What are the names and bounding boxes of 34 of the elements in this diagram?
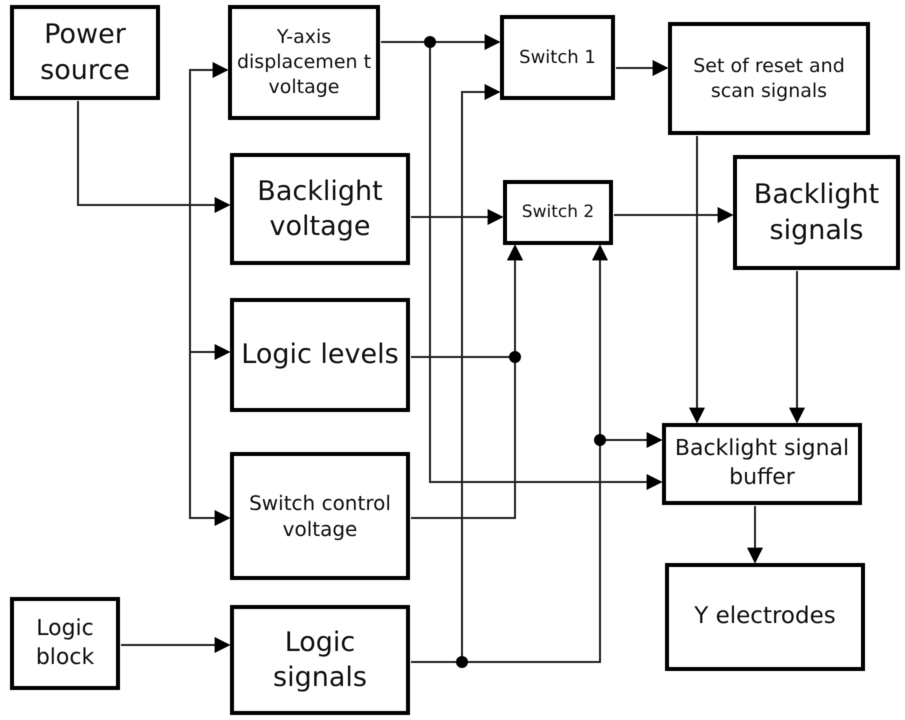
block-box — [10, 597, 120, 690]
block-box — [668, 22, 870, 135]
block-label: Switch 2 — [522, 201, 594, 224]
block-label: Logic signals — [272, 626, 368, 695]
connector-arrow — [614, 207, 734, 223]
block-box — [230, 452, 410, 580]
connector-arrow — [121, 637, 231, 653]
block-label: Switch control voltage — [248, 490, 392, 542]
block-label: Set of reset and scan signals — [692, 54, 846, 104]
block-box — [500, 15, 615, 100]
block-box — [230, 298, 410, 412]
connector-arrow — [789, 271, 805, 424]
block-box — [503, 180, 613, 245]
block-label: Backlight voltage — [256, 174, 384, 244]
block-label: Y-axis displacemen t voltage — [236, 25, 372, 100]
block-label: Logic block — [34, 614, 96, 672]
block-label: Switch 1 — [519, 46, 596, 70]
block-box — [10, 5, 160, 100]
block-box — [230, 153, 410, 265]
block-box — [230, 605, 410, 715]
block-box — [733, 155, 900, 270]
block-label: Logic levels — [241, 338, 399, 372]
block-label: Power source — [39, 18, 131, 88]
block-label: Y electrodes — [694, 602, 836, 632]
connector-arrow — [616, 60, 669, 76]
block-label: Backlight signal buffer — [674, 435, 850, 492]
connector-arrow — [689, 136, 705, 424]
connector-arrow — [747, 506, 763, 564]
connector-arrow — [411, 209, 504, 225]
block-label: Backlight signals — [752, 178, 880, 248]
connector-arrow — [411, 244, 523, 519]
block-box — [662, 423, 862, 505]
block-box — [665, 563, 865, 671]
block-box — [228, 5, 380, 120]
